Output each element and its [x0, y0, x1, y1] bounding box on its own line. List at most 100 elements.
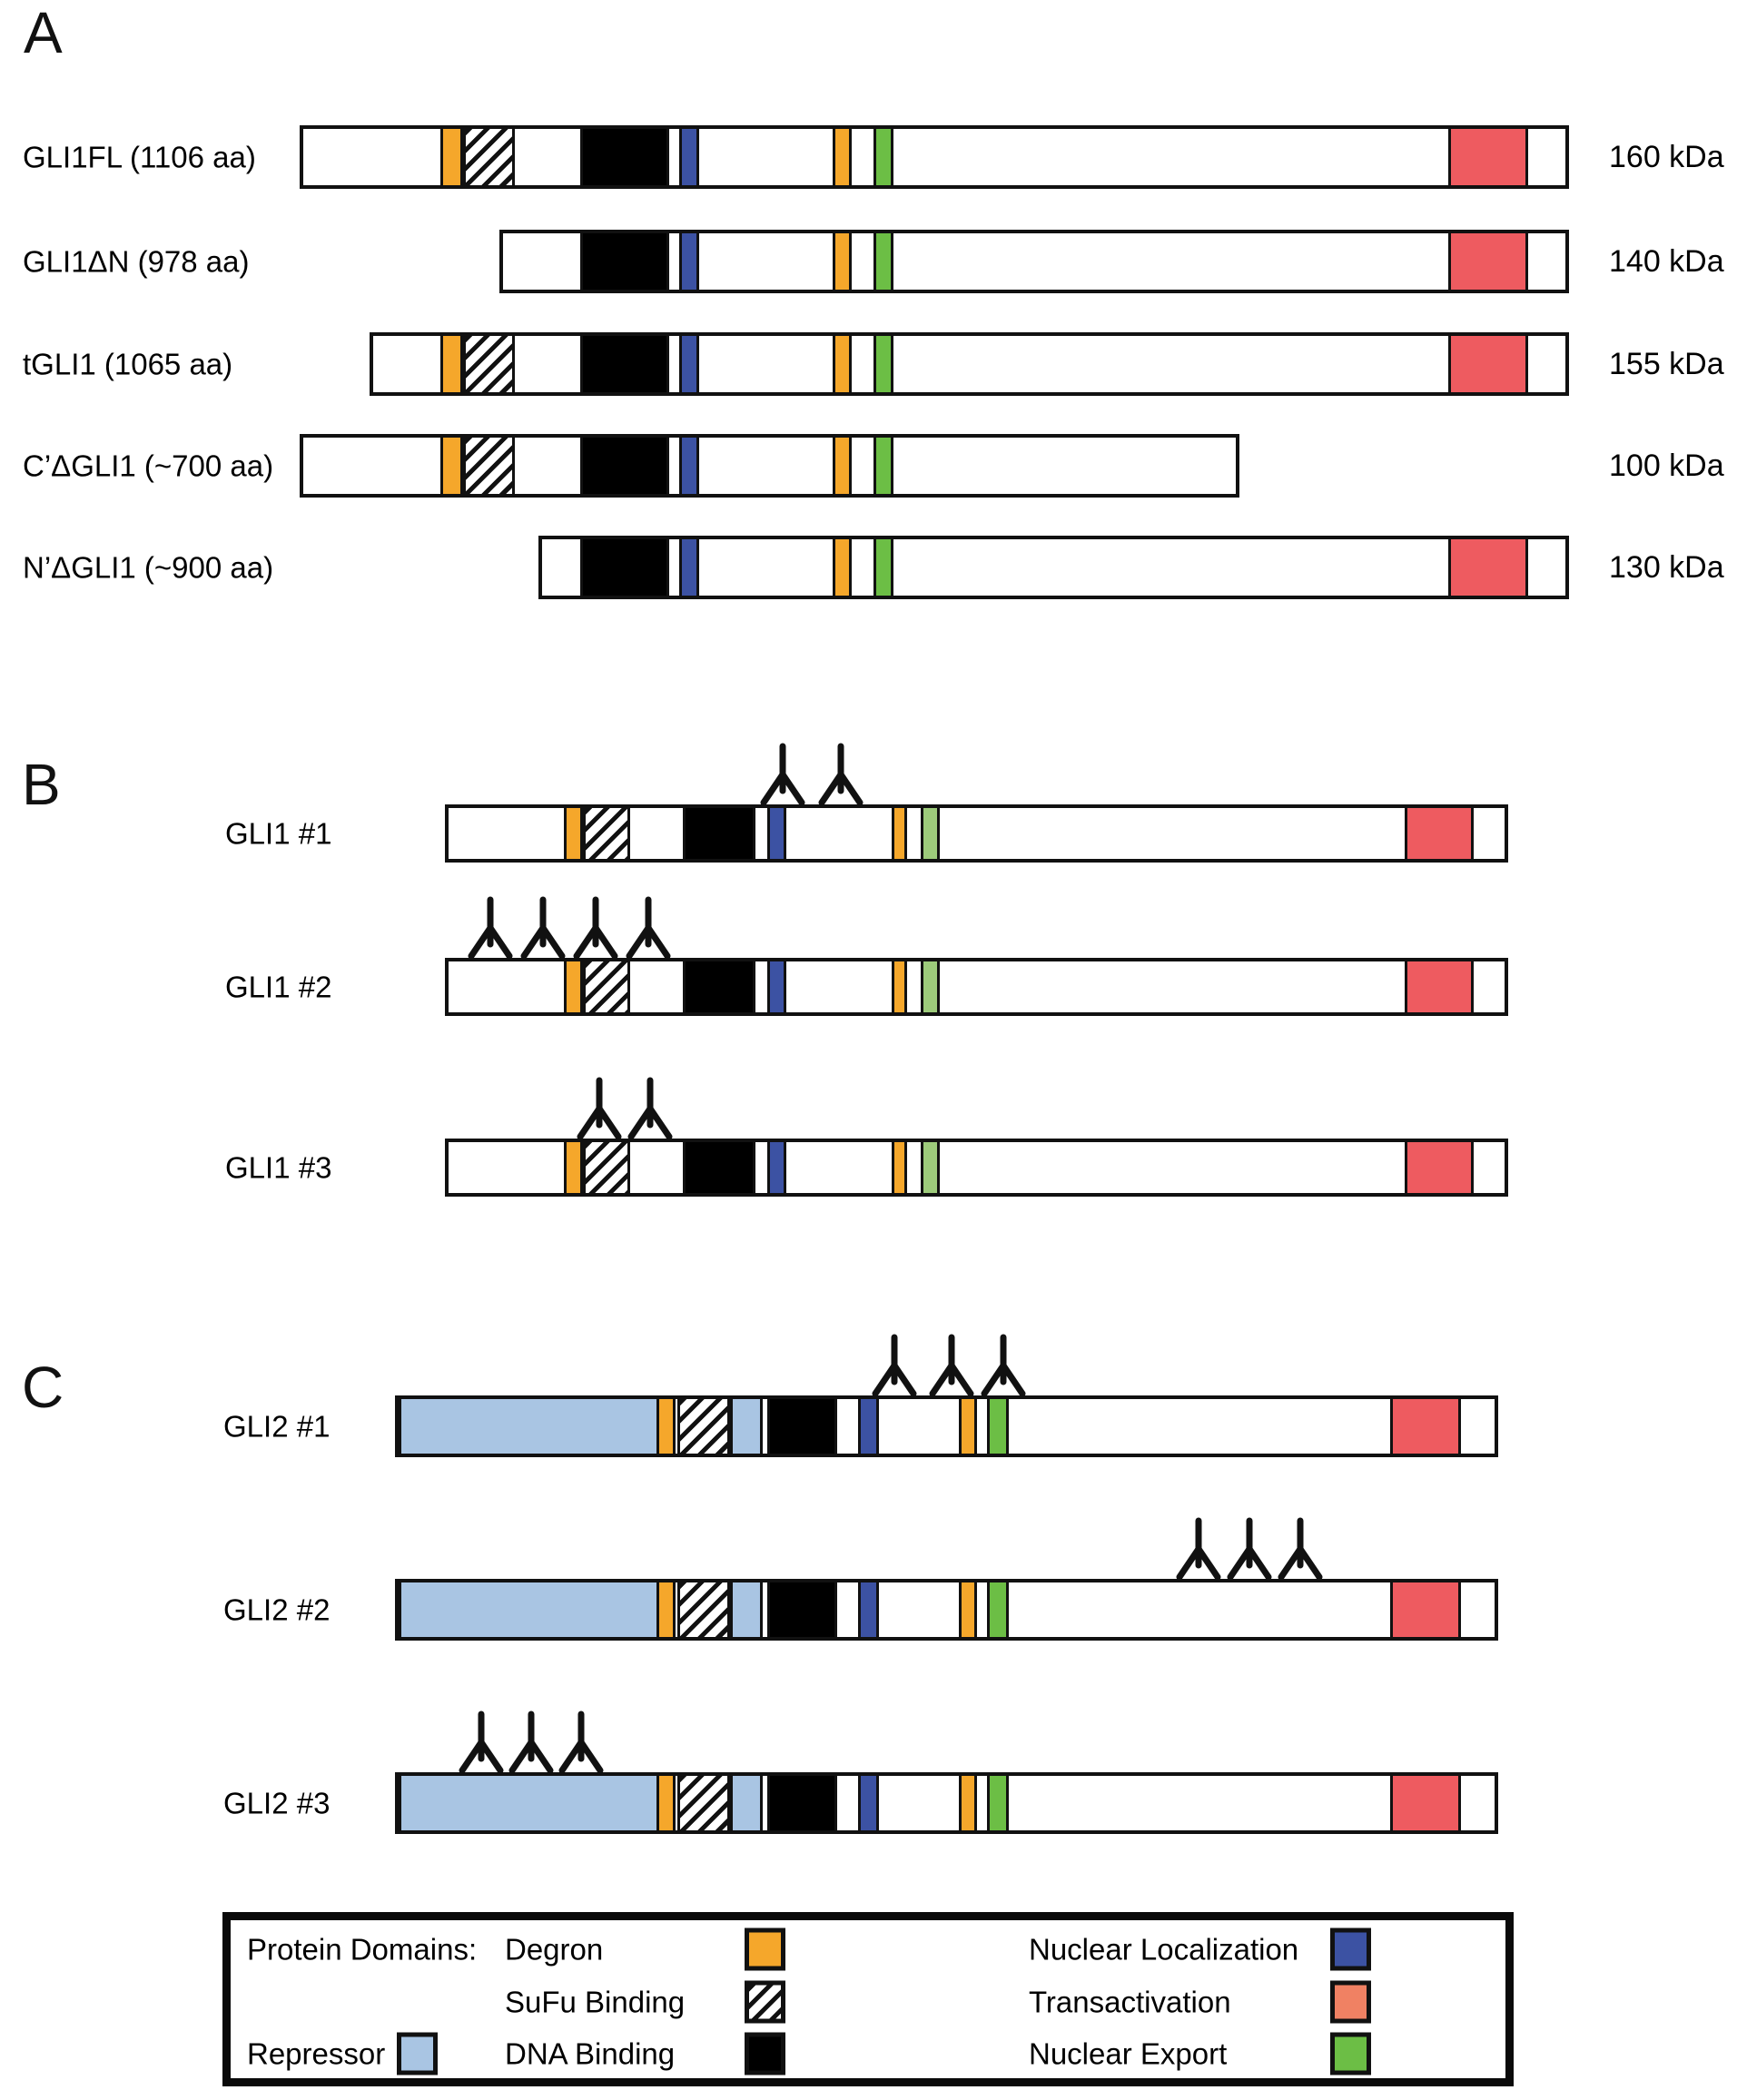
domain-segment-nls — [767, 1142, 786, 1193]
domain-segment-sufu — [583, 1142, 630, 1193]
antibody-icon — [468, 896, 513, 960]
antibody-icon — [459, 1711, 504, 1774]
protein-bar — [445, 958, 1508, 1016]
domain-segment-dna — [580, 539, 669, 596]
domain-segment-degron — [959, 1582, 977, 1637]
domain-segment-ta — [1448, 336, 1528, 392]
domain-segment-dna — [580, 233, 669, 290]
domain-segment-sufu — [463, 336, 515, 392]
domain-segment-dna — [580, 336, 669, 392]
antibody-icon — [1227, 1517, 1272, 1581]
domain-segment-ta — [1390, 1582, 1461, 1637]
panel-b-letter: B — [22, 752, 61, 817]
domain-segment-degron — [564, 1142, 583, 1193]
antibody-icon — [508, 1711, 554, 1774]
domain-segment-degron — [833, 539, 852, 596]
domain-segment-dna — [683, 961, 755, 1012]
domain-segment-nls — [767, 961, 786, 1012]
domain-segment-repressor — [730, 1399, 763, 1454]
protein-bar — [370, 332, 1569, 396]
row-label: N’ΔGLI1 (~900 aa) — [23, 550, 274, 585]
legend-item-label-dna: DNA Binding — [505, 2036, 676, 2071]
protein-bar — [300, 434, 1239, 498]
protein-bar — [445, 804, 1508, 863]
domain-segment-degron — [833, 233, 852, 290]
panel-a-letter: A — [24, 0, 63, 65]
molecular-weight-label: 155 kDa — [1609, 347, 1724, 381]
molecular-weight-label: 130 kDa — [1609, 550, 1724, 585]
antibody-icon — [627, 1077, 673, 1140]
legend-item-label-degron: Degron — [505, 1932, 604, 1967]
legend-item-label-nes: Nuclear Export — [1029, 2036, 1228, 2071]
protein-bar — [300, 125, 1569, 189]
domain-segment-dna — [580, 129, 669, 185]
row-label: GLI1ΔN (978 aa) — [23, 244, 250, 279]
domain-segment-nes_light — [921, 1142, 940, 1193]
legend-swatch-nes — [1330, 2032, 1371, 2075]
domain-segment-degron — [440, 438, 463, 494]
domain-segment-degron — [656, 1582, 676, 1637]
legend-item-label-nls: Nuclear Localization — [1029, 1932, 1299, 1967]
domain-segment-degron — [440, 129, 463, 185]
domain-segment-dna — [767, 1582, 837, 1637]
antibody-icon — [760, 743, 805, 806]
row-label: GLI2 #2 — [223, 1592, 331, 1627]
domain-segment-nls — [858, 1582, 879, 1637]
antibody-icon — [577, 1077, 622, 1140]
domain-segment-repressor — [399, 1776, 660, 1830]
panel-c-letter: C — [22, 1355, 64, 1420]
domain-segment-nes — [873, 438, 893, 494]
domain-segment-repressor — [399, 1399, 660, 1454]
domain-segment-degron — [564, 808, 583, 859]
domain-segment-sufu — [583, 808, 630, 859]
domain-segment-dna — [683, 808, 755, 859]
domain-segment-nls — [679, 438, 699, 494]
molecular-weight-label: 140 kDa — [1609, 244, 1724, 279]
antibody-icon — [558, 1711, 604, 1774]
domain-segment-sufu — [463, 129, 515, 185]
legend-swatch-nls — [1330, 1927, 1371, 1971]
domain-segment-nes — [987, 1582, 1009, 1637]
domain-segment-nls — [858, 1776, 879, 1830]
domain-segment-degron — [656, 1776, 676, 1830]
antibody-icon — [818, 743, 864, 806]
domain-segment-repressor — [730, 1776, 763, 1830]
domain-segment-nes — [873, 539, 893, 596]
domain-segment-degron — [833, 438, 852, 494]
antibody-icon — [929, 1334, 974, 1397]
domain-segment-nls — [679, 539, 699, 596]
row-label: GLI1 #3 — [225, 1150, 332, 1185]
row-label: GLI2 #1 — [223, 1409, 331, 1444]
domain-segment-nls — [767, 808, 786, 859]
domain-segment-ta — [1448, 539, 1528, 596]
protein-bar — [538, 536, 1569, 599]
domain-segment-degron — [440, 336, 463, 392]
antibody-icon — [626, 896, 671, 960]
legend-box — [222, 1912, 1514, 2086]
molecular-weight-label: 100 kDa — [1609, 449, 1724, 483]
domain-segment-dna — [580, 438, 669, 494]
domain-segment-degron — [892, 961, 907, 1012]
row-label: GLI1FL (1106 aa) — [23, 140, 256, 174]
legend-swatch-repressor — [397, 2032, 438, 2075]
domain-segment-nls — [679, 129, 699, 185]
domain-segment-repressor — [730, 1582, 763, 1637]
antibody-icon — [872, 1334, 917, 1397]
domain-segment-nes — [987, 1776, 1009, 1830]
antibody-icon — [520, 896, 566, 960]
domain-segment-dna — [767, 1776, 837, 1830]
domain-segment-nls — [679, 233, 699, 290]
antibody-icon — [1176, 1517, 1221, 1581]
domain-segment-sufu — [677, 1776, 730, 1830]
legend-item-label-ta_legend: Transactivation — [1029, 1985, 1231, 2019]
row-label: GLI1 #1 — [225, 816, 332, 851]
row-label: C’ΔGLI1 (~700 aa) — [23, 449, 274, 483]
row-label: tGLI1 (1065 aa) — [23, 347, 233, 381]
domain-segment-degron — [892, 1142, 907, 1193]
domain-segment-ta — [1405, 1142, 1474, 1193]
protein-bar — [395, 1395, 1498, 1457]
domain-segment-dna — [767, 1399, 837, 1454]
domain-segment-sufu — [583, 961, 630, 1012]
legend-swatch-degron — [745, 1927, 785, 1971]
